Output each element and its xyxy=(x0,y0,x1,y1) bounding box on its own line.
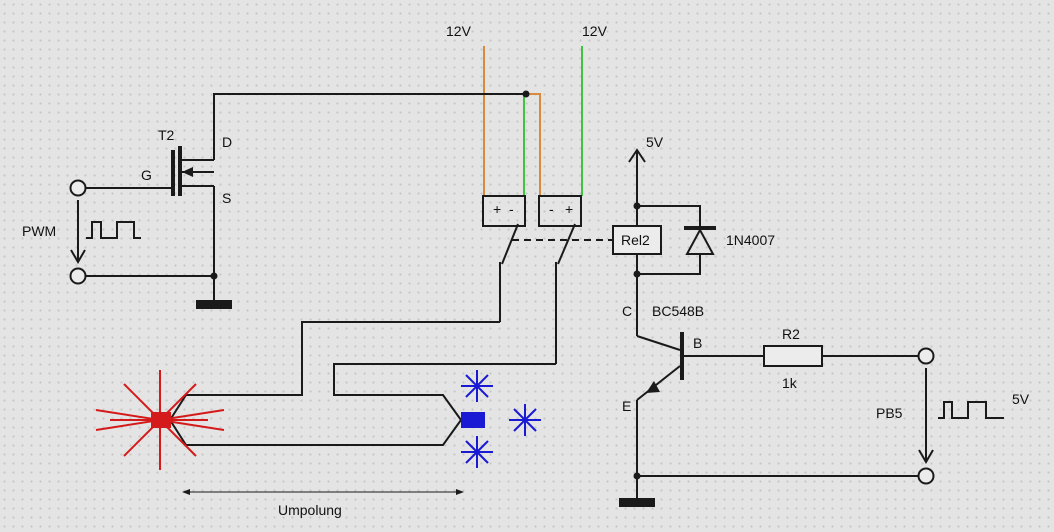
led-wire-upper xyxy=(169,321,556,421)
relay-label: Rel2 xyxy=(621,232,650,248)
contact-left-plus: + xyxy=(493,201,501,217)
t2-label: T2 xyxy=(158,127,175,143)
source-label: S xyxy=(222,190,231,206)
bc548b-label: BC548B xyxy=(652,303,704,319)
red-led xyxy=(151,412,171,428)
diode-label: 1N4007 xyxy=(726,232,775,248)
source-wire xyxy=(86,186,218,300)
pwm-label: PWM xyxy=(22,223,56,239)
base-label: B xyxy=(693,335,702,351)
pb5-square-wave-icon xyxy=(938,401,1004,419)
contact-left-minus: - xyxy=(509,201,514,217)
ground-symbol-left xyxy=(196,300,232,309)
diode-1n4007 xyxy=(633,202,716,278)
collector-label: C xyxy=(622,303,632,319)
gate-label: G xyxy=(141,167,152,183)
supply-5v-symbol xyxy=(628,148,646,206)
pwm-arrow-icon xyxy=(70,200,86,264)
emitter-ground-wire xyxy=(633,472,918,480)
resistor-name-label: R2 xyxy=(782,326,800,342)
drain-wire xyxy=(213,90,530,160)
resistor-r2 xyxy=(763,345,918,367)
umpolung-arrow xyxy=(182,489,464,495)
supply-left-label: 12V xyxy=(446,23,472,39)
pb5-level-label: 5V xyxy=(1012,391,1030,407)
blue-led-rays xyxy=(461,370,541,468)
pb5-terminal-top xyxy=(917,347,935,365)
umpolung-label: Umpolung xyxy=(278,502,342,518)
transistor-bc548b xyxy=(636,332,764,498)
supply-right-label: 12V xyxy=(582,23,608,39)
mosfet-t2 xyxy=(86,146,214,196)
drain-label: D xyxy=(222,134,232,150)
five-v-label: 5V xyxy=(646,134,664,150)
relay-contact-left xyxy=(482,195,526,322)
relay-coil-rel2 xyxy=(612,206,662,336)
contact-right-minus: - xyxy=(549,201,554,217)
pwm-square-wave-icon xyxy=(86,221,141,239)
led-wire-lower xyxy=(169,419,462,446)
pwm-terminal-bottom xyxy=(69,267,87,285)
pb5-label: PB5 xyxy=(876,405,903,421)
pwm-terminal-top xyxy=(69,179,87,197)
supply-12v-left xyxy=(483,46,525,196)
emitter-label: E xyxy=(622,398,631,414)
contact-right-plus: + xyxy=(565,201,573,217)
relay-contact-right xyxy=(538,195,582,364)
pb5-arrow-icon xyxy=(918,368,934,464)
blue-led xyxy=(461,412,485,428)
supply-12v-right xyxy=(526,46,583,196)
pb5-terminal-bottom xyxy=(917,467,935,485)
ground-symbol-right xyxy=(619,498,655,507)
resistor-value-label: 1k xyxy=(782,375,798,391)
